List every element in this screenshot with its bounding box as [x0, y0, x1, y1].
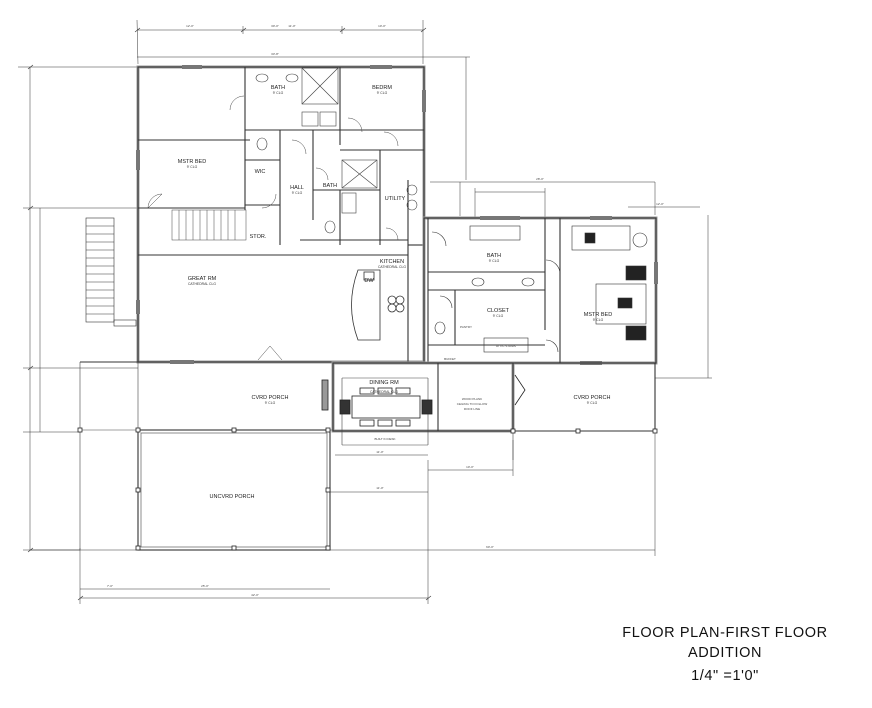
- interior-stair: [171, 209, 247, 241]
- label-mstr-bed-right: MSTR BED: [584, 312, 612, 318]
- label-dw: DW: [364, 278, 374, 284]
- exterior-stair: [85, 217, 137, 327]
- svg-text:30'-0": 30'-0": [271, 24, 279, 28]
- label-kitchen: KITCHEN: [380, 259, 404, 265]
- label-pantry: PANTRY: [460, 325, 472, 329]
- label-uncvrd-porch: UNCVRD PORCH: [210, 494, 255, 500]
- door-swings-main: [147, 95, 399, 361]
- svg-text:28'-0": 28'-0": [536, 177, 544, 181]
- porch-posts: [77, 427, 658, 551]
- label-cvrd-porch-right: CVRD PORCH: [574, 395, 611, 401]
- label-wic: WIC: [255, 169, 266, 175]
- label-hall-clg: 9' CLG: [292, 191, 303, 195]
- label-bath-right: BATH: [487, 253, 501, 259]
- label-wood-plank: WOOD PLANK: [462, 397, 482, 401]
- label-mstr-bed-left: MSTR BED: [178, 159, 206, 165]
- label-closet-clg: 9' CLG: [493, 314, 504, 318]
- label-dining-clg: CATHEDRAL CLG: [370, 390, 398, 394]
- label-mstr-bed-right-clg: 9' CLG: [593, 318, 604, 322]
- label-dining-rm: DINING RM: [369, 380, 399, 386]
- label-great-rm-clg: CATHEDRAL CLG: [188, 282, 216, 286]
- label-ceiling-follow: CEILING TO FOLLOW: [457, 402, 488, 406]
- dining-addition-walls: [331, 361, 656, 446]
- svg-text:12'-0": 12'-0": [656, 202, 664, 206]
- title-line-2: ADDITION: [688, 645, 762, 661]
- label-stor: STOR.: [250, 234, 267, 240]
- label-utility: UTILITY: [385, 196, 406, 202]
- svg-text:25'-0": 25'-0": [201, 584, 209, 588]
- svg-text:11'-0": 11'-0": [376, 486, 383, 490]
- title-scale: 1/4" =1'0": [691, 668, 759, 684]
- svg-text:7'-0": 7'-0": [107, 584, 113, 588]
- top-bath-fixtures: [255, 67, 418, 234]
- addition-fixtures: [431, 225, 648, 353]
- label-built-in: BUILT IN DESK: [374, 437, 395, 441]
- svg-text:10'-0": 10'-0": [378, 24, 386, 28]
- label-cvrd-porch-left: CVRD PORCH: [252, 395, 289, 401]
- dimension-labels: 30'-0" 12'-0" 11'-0" 10'-0" 33'-8" 25'-0…: [107, 24, 664, 597]
- label-great-rm: GREAT RM: [188, 276, 217, 282]
- dimension-lines: [18, 19, 712, 604]
- label-bath-top: BATH: [271, 85, 285, 91]
- label-cvrd-porch-right-clg: 9' CLG: [587, 401, 598, 405]
- svg-text:11'-0": 11'-0": [376, 450, 383, 454]
- label-bedrm: BEDRM: [372, 85, 392, 91]
- label-bath-top-clg: 9' CLG: [273, 91, 284, 95]
- svg-text:10'-0": 10'-0": [466, 465, 474, 469]
- label-attic-stairs: ATTIC STAIRS: [496, 344, 516, 348]
- label-cvrd-porch-left-clg: 9' CLG: [265, 401, 276, 405]
- porches: [79, 361, 514, 551]
- dining-table: [321, 374, 526, 427]
- label-bath-mid: BATH: [323, 183, 337, 189]
- svg-text:12'-0": 12'-0": [186, 24, 194, 28]
- label-kitchen-clg: CATHEDRAL CLG: [378, 265, 406, 269]
- label-roof-line: ROOF LINE: [464, 407, 480, 411]
- label-buffet: BUFFET: [444, 357, 456, 361]
- svg-text:60'-0": 60'-0": [486, 545, 494, 549]
- title-line-1: FLOOR PLAN-FIRST FLOOR: [622, 625, 828, 641]
- svg-text:42'-0": 42'-0": [251, 593, 259, 597]
- svg-text:11'-0": 11'-0": [288, 24, 295, 28]
- label-bath-right-clg: 9' CLG: [489, 259, 500, 263]
- label-hall: HALL: [290, 185, 304, 191]
- label-mstr-bed-left-clg: 9' CLG: [187, 165, 198, 169]
- label-closet: CLOSET: [487, 308, 510, 314]
- main-house-walls: [136, 65, 426, 364]
- main-windows: [136, 65, 426, 364]
- addition-walls: [422, 216, 658, 365]
- room-labels: BATH 9' CLG BEDRM 9' CLG MSTR BED 9' CLG…: [178, 85, 612, 500]
- svg-text:33'-8": 33'-8": [271, 52, 279, 56]
- kitchen-island: [351, 269, 405, 341]
- label-bedrm-clg: 9' CLG: [377, 91, 388, 95]
- title-block: FLOOR PLAN-FIRST FLOOR ADDITION 1/4" =1'…: [622, 625, 828, 684]
- dimension-ticks: [27, 27, 432, 601]
